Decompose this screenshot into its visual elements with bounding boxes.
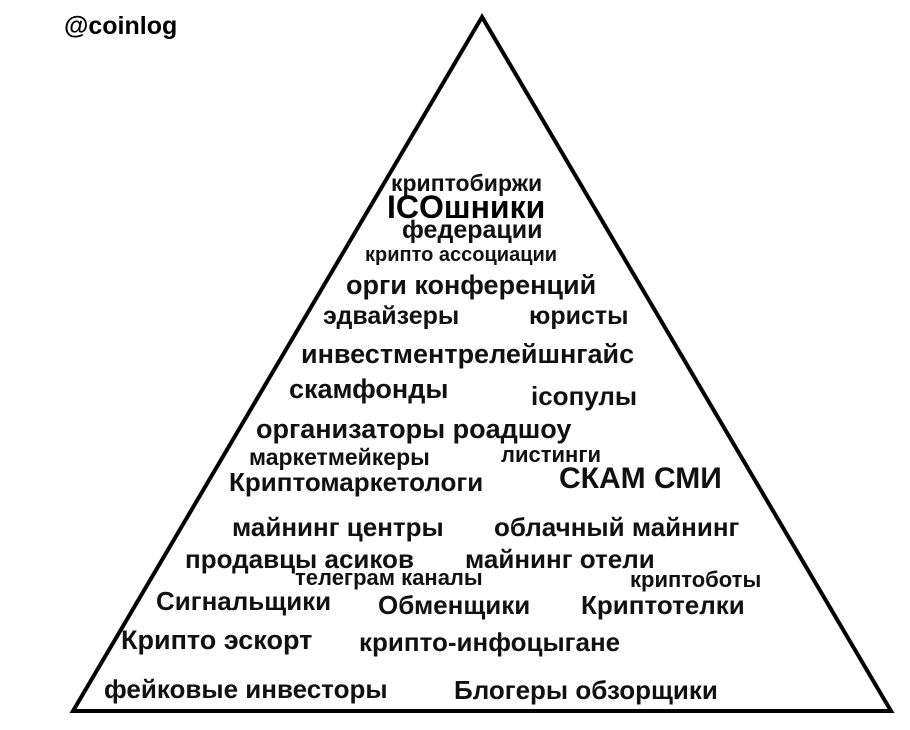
label-organizatory-roadshow: организаторы роадшоу (256, 414, 572, 444)
label-prodavtsy-asikov: продавцы асиков (185, 544, 414, 574)
label-obmenshchiki: Обменщики (378, 590, 531, 620)
label-signalshchiki: Сигнальщики (156, 586, 332, 616)
label-marketmeikery: маркетмейкеры (249, 444, 430, 470)
label-edvaizery: эдвайзеры (323, 302, 460, 330)
label-federatsii: федерации (402, 216, 543, 244)
label-mayning-oteli: майнинг отели (465, 544, 655, 574)
label-skamfondy: скамфонды (289, 374, 449, 404)
label-yuristy: юристы (529, 302, 629, 330)
label-kripto-eskort: Крипто эскорт (121, 625, 313, 655)
label-listingi: листинги (501, 442, 602, 467)
label-oblachny-mayning: облачный майнинг (494, 512, 740, 542)
label-investmentrelations: инвестментрелейшнгайс (301, 339, 635, 369)
label-icopuly: icoпулы (531, 381, 638, 411)
label-kriptobirzhi: криптобиржи (391, 170, 543, 196)
label-blogery-obzorshchiki: Блогеры обзорщики (454, 675, 718, 705)
label-kriptomarketologi: Криптомаркетологи (229, 467, 484, 497)
label-kriptoboty: криптоботы (630, 567, 762, 592)
label-feykovye-investory: фейковые инвесторы (104, 674, 388, 704)
watermark: @coinlog (64, 12, 178, 40)
label-telegram-kanaly: телеграм каналы (295, 565, 483, 590)
label-kripto-infotsygane: крипто-инфоцыгане (359, 627, 621, 657)
label-icoshniki: ICOшники (387, 189, 546, 225)
label-skam-smi: СКАМ СМИ (559, 462, 722, 495)
label-orgi-konferentsiy: орги конференций (346, 270, 597, 300)
label-kriptotelki: Криптотелки (581, 590, 745, 620)
label-mayning-tsentry: майнинг центры (232, 512, 444, 542)
label-kripto-assotsiatsii: крипто ассоциации (365, 244, 558, 266)
